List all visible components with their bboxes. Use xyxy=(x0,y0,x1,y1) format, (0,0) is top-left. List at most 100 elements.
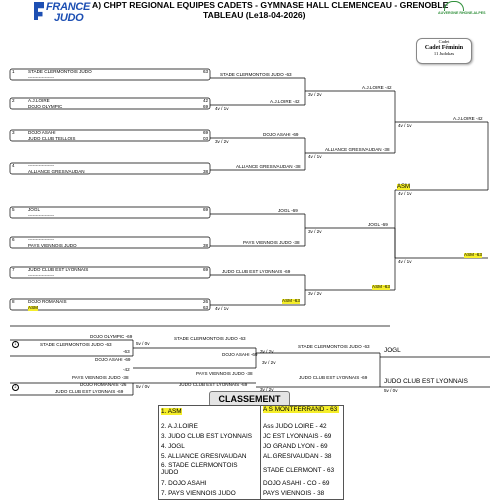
classement-team: 1. ASM xyxy=(161,408,182,415)
classement-club: Ass JUDO LOIRE - 42 xyxy=(263,423,327,430)
rep-left-team: JUDO CLUB EST LYONNAIS -69 xyxy=(55,389,124,394)
round1-score: 3v / 2v xyxy=(215,139,229,144)
round2-team: A.J.LOIRE -42 xyxy=(362,85,392,90)
pool-score: 69 xyxy=(203,104,209,109)
classement-row: 7. PAYS VIENNOIS JUDO PAYS VIENNOIS - 38 xyxy=(159,488,343,500)
pool-team: DOJO ROMANAIS xyxy=(28,299,67,304)
pool-score: 42 xyxy=(203,98,209,103)
round2-score: 3v / 2v xyxy=(308,291,322,296)
pool-team: ----------------- xyxy=(28,75,55,80)
pool-score: 63 xyxy=(203,305,209,310)
page-subtitle: TABLEAU (Le18-04-2026) xyxy=(203,10,306,20)
pool-team: A.J.LOIRE xyxy=(28,98,50,103)
round3-score: 4v / 1v xyxy=(398,191,412,196)
rep-circle: 2 xyxy=(12,384,19,391)
rep-mid-team: JUDO CLUB EST LYONNAIS -69 xyxy=(179,382,248,387)
round2-team: JOGL -69 xyxy=(368,222,388,227)
round2-team: ALLIANCE GRESIVAUDAN -38 xyxy=(325,147,390,152)
pool-team: JUDO CLUB TEILLOIS xyxy=(28,136,76,141)
rep-mid-score: 3v / 2v xyxy=(260,387,274,392)
round3-score: 4v / 1v xyxy=(398,123,412,128)
rep-circle: 1 xyxy=(12,341,19,348)
classement-row: 5. ALLIANCE GRESIVAUDAN AL.GRESIVAUDAN -… xyxy=(159,451,343,463)
classement-team: 7. PAYS VIENNOIS JUDO xyxy=(161,490,236,497)
round1-team: A.J.LOIRE -42 xyxy=(270,99,300,104)
category-line2: Cadet Féminin xyxy=(424,45,464,51)
rep-left-score: 5v / 0v xyxy=(136,384,150,389)
region-logo: AUVERGNE RHONE-ALPES xyxy=(436,0,486,20)
rep-winner: JOGL xyxy=(384,347,401,354)
rep-left-team: STADE CLERMONTOIS JUDO -63 xyxy=(40,342,112,347)
rep-left-team: -42 xyxy=(123,367,130,372)
logo-line2: JUDO xyxy=(54,12,84,24)
round1-score: 4v / 1v xyxy=(215,306,229,311)
pool-score: 03 xyxy=(203,136,209,141)
pool-circle: 2 xyxy=(12,98,15,103)
pool-team: ----------------- xyxy=(28,237,55,242)
rep-right-score: 3v / 2v xyxy=(262,360,276,365)
round2-score: 3v / 2v xyxy=(308,92,322,97)
category-line1: Cadet xyxy=(438,39,450,44)
pool-score: 38 xyxy=(203,243,209,248)
round3-team: A.J.LOIRE -42 xyxy=(453,116,483,121)
rep-left-team: PAYS VIENNOIS JUDO -38 xyxy=(72,375,129,380)
round1-team: PAYS VIENNOIS JUDO -38 xyxy=(243,240,300,245)
classement-team: 3. JUDO CLUB EST LYONNAIS xyxy=(161,433,253,440)
rep-left-team: DOJO ROMANAIS -26 xyxy=(80,382,127,387)
classement-row: 1. ASM A S MONTFERRAND - 63 xyxy=(159,406,343,418)
classement-club: DOJO ASAHI - CO - 69 xyxy=(263,480,330,487)
pool-team: DOJO ASAHI xyxy=(28,130,56,135)
classement-club: A S MONTFERRAND - 63 xyxy=(263,406,339,413)
round3-team-highlight: ASM xyxy=(397,184,411,190)
classement-team: 7. DOJO ASAHI xyxy=(161,480,207,487)
classement-club: STADE CLERMONT - 63 xyxy=(263,467,335,474)
pool-team: ALLIANCE GRESIVAUDAN xyxy=(28,169,85,174)
pool-team: ----------------- xyxy=(28,213,55,218)
rep-mid-team: DOJO ASAHI -69 xyxy=(222,352,258,357)
rep-right-team: JUDO CLUB EST LYONNAIS -69 xyxy=(299,375,368,380)
rep-mid-team: PAYS VIENNOIS JUDO -38 xyxy=(196,371,253,376)
region-logo-text: AUVERGNE RHONE-ALPES xyxy=(438,11,486,15)
pool-score: 26 xyxy=(203,299,209,304)
classement-title: CLASSEMENT xyxy=(209,391,290,407)
rep-mid-score: 3v / 2v xyxy=(260,349,274,354)
pool-circle: 3 xyxy=(12,130,15,135)
classement-team: 2. A.J.LOIRE xyxy=(161,423,198,430)
pool-score: 38 xyxy=(203,169,209,174)
classement-row: 2. A.J.LOIRE Ass JUDO LOIRE - 42 xyxy=(159,421,343,433)
classement-club: AL.GRESIVAUDAN - 38 xyxy=(263,453,332,460)
france-judo-logo: FRANCE JUDO xyxy=(34,1,90,25)
pool-team: ----------------- xyxy=(28,163,55,168)
rep-left-team: DOJO OLYMPIC -69 xyxy=(90,334,133,339)
rep-left-team: -63 xyxy=(123,349,130,354)
classement-club: JO GRAND LYON - 69 xyxy=(263,443,328,450)
category-box: Cadet Cadet Féminin 11 Judokas xyxy=(416,38,472,64)
round1-score: 4v / 1v xyxy=(215,106,229,111)
pool-team: PAYS VIENNOIS JUDO xyxy=(28,243,77,248)
pool-team: JUDO CLUB EST LYONNAIS xyxy=(28,267,89,272)
classement-team: 6. STADE CLERMONTOIS JUDO xyxy=(161,462,238,476)
pool-circle: 7 xyxy=(12,267,15,272)
pool-circle: 8 xyxy=(12,299,15,304)
classement-table: 1. ASM A S MONTFERRAND - 63 2. A.J.LOIRE… xyxy=(158,405,344,500)
classement-row: 7. DOJO ASAHI DOJO ASAHI - CO - 69 xyxy=(159,478,343,490)
rep-winner-score: 5v / 0v xyxy=(384,388,398,393)
rep-left-score: 5v / 0v xyxy=(136,341,150,346)
pool-team-highlight: ASM xyxy=(28,305,38,311)
final-score: 4v / 1v xyxy=(398,259,412,264)
round2-score: 3v / 2v xyxy=(308,229,322,234)
round1-team: JUDO CLUB EST LYONNAIS -69 xyxy=(222,269,291,274)
classement-team: 4. JOGL xyxy=(161,443,185,450)
classement-row: 3. JUDO CLUB EST LYONNAIS JC EST LYONNAI… xyxy=(159,431,343,443)
round1-team: JOGL -69 xyxy=(278,208,298,213)
pool-circle: 5 xyxy=(12,207,15,212)
pool-circle: 4 xyxy=(12,163,15,168)
classement-team: 5. ALLIANCE GRESIVAUDAN xyxy=(161,453,247,460)
classement-club: PAYS VIENNOIS - 38 xyxy=(263,490,325,497)
round1-team: DOJO ASAHI -69 xyxy=(263,132,299,137)
pool-team: DOJO OLYMPIC xyxy=(28,104,63,109)
pool-circle: 6 xyxy=(12,237,15,242)
page-title: A) CHPT REGIONAL EQUIPES CADETS - GYMNAS… xyxy=(92,0,449,10)
pool-team: ----------------- xyxy=(28,273,55,278)
